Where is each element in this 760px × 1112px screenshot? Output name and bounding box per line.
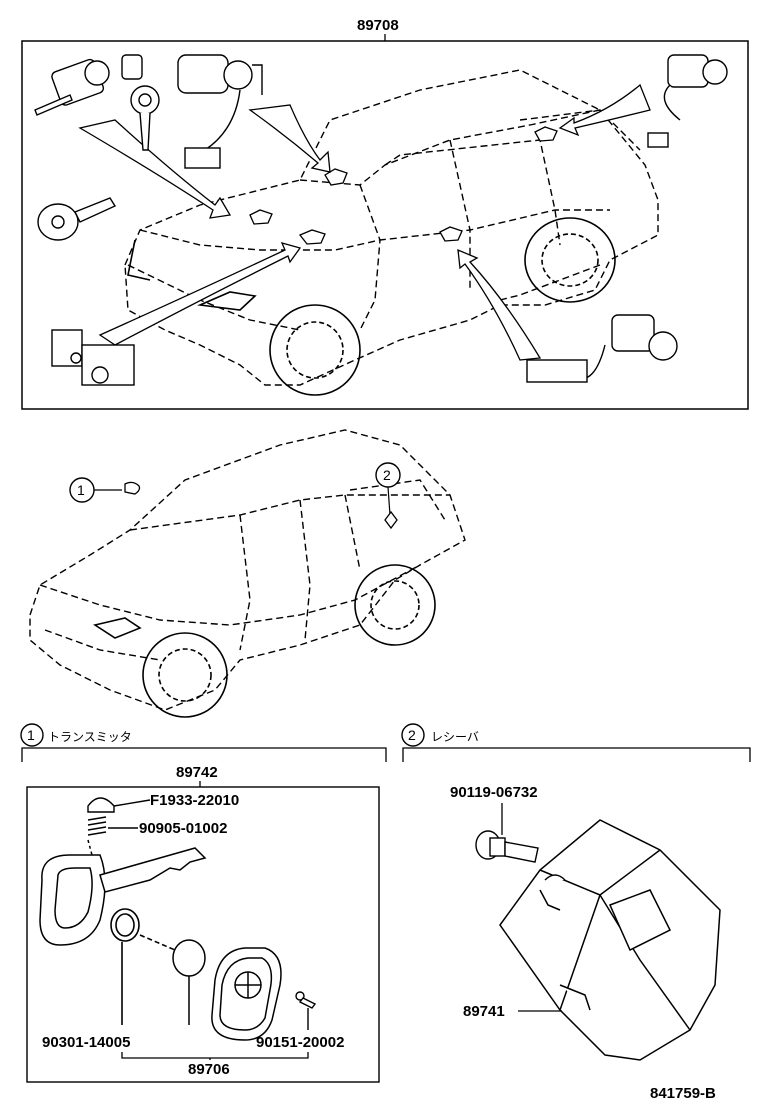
- part-subassembly-number: 89706: [188, 1061, 230, 1078]
- svg-text:レシーバ: レシーバ: [431, 730, 479, 744]
- transmitter-o-ring-icon: [110, 908, 176, 1025]
- subassembly-bracket: [121, 1052, 309, 1059]
- vehicle-top-wheels: [127, 217, 616, 396]
- part-spring-number: 90905-01002: [139, 820, 227, 837]
- transmitter-case-icon: [211, 947, 282, 1041]
- receiver-unit-number: 89741: [463, 1003, 505, 1020]
- svg-text:1: 1: [27, 727, 35, 743]
- top-part-number: 89708: [357, 17, 399, 34]
- transmitter-cap-icon: [87, 797, 151, 813]
- key-cylinder-front-left: [34, 54, 160, 151]
- transmitter-key-body-icon: [39, 839, 207, 946]
- svg-text:2: 2: [383, 467, 391, 483]
- svg-text:トランスミッタ: トランスミッタ: [48, 730, 132, 744]
- transmitter-panel-frame: [26, 786, 380, 1083]
- figure-id: 841759-B: [650, 1085, 716, 1102]
- transmitter-screw-icon: [295, 991, 317, 1030]
- transmitter-assembly-number: 89742: [176, 764, 218, 781]
- vehicle-top: [124, 69, 659, 386]
- svg-text:2: 2: [408, 727, 416, 743]
- part-cap-number: F1933-22010: [150, 792, 239, 809]
- door-switch-assembly-icon: [51, 329, 135, 386]
- transmitter-key-icon: [37, 197, 117, 241]
- part-o-ring-number: 90301-14005: [42, 1034, 130, 1051]
- part-screw-number: 90151-20002: [256, 1034, 344, 1051]
- svg-text:1: 1: [77, 482, 85, 498]
- section-2-header: 2 レシーバ: [401, 723, 751, 762]
- receiver-screw-number: 90119-06732: [450, 784, 538, 801]
- vehicle-middle-wheels: [92, 564, 436, 718]
- section-1-header: 1 トランスミッタ: [20, 723, 387, 762]
- transmitter-spring-icon: [87, 816, 138, 836]
- receiver-unit-icon: [499, 819, 721, 1061]
- callout-2-marker: 2: [375, 462, 401, 530]
- back-door-lock-cylinder-icon: [647, 54, 728, 148]
- door-lock-cylinder-icon: [177, 54, 263, 169]
- receiver-screw-icon: [475, 830, 539, 863]
- callout-1-marker: 1: [69, 477, 141, 503]
- car-lock-cylinder-icons: [249, 126, 558, 245]
- pointer-arrows: [78, 83, 651, 361]
- rear-door-lock-cylinder-icon: [526, 314, 678, 383]
- transmitter-battery-cover-icon: [172, 939, 206, 1025]
- top-panel-frame: [21, 40, 749, 410]
